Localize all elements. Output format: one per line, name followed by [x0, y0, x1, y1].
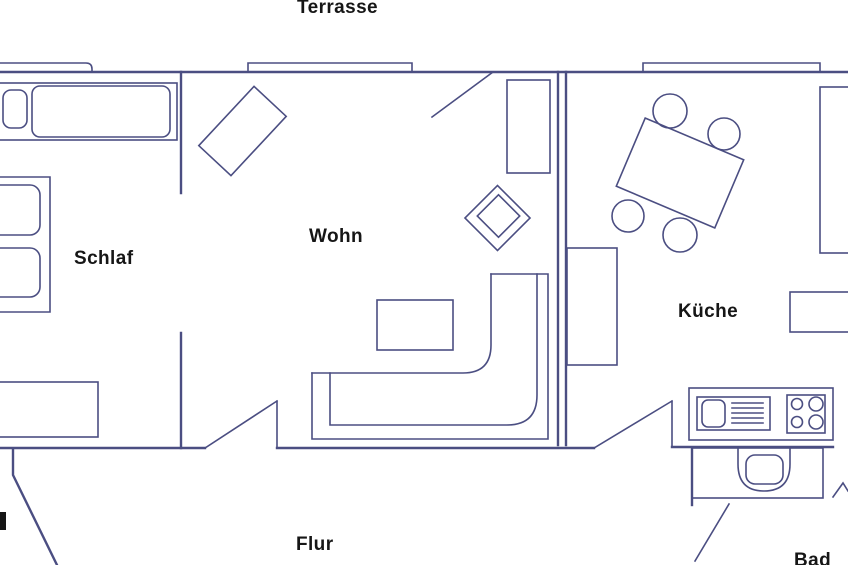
chair-icon: [652, 93, 688, 129]
window-wohn: [247, 62, 413, 72]
chair-icon: [707, 117, 741, 151]
coffee-table-icon: [376, 299, 454, 351]
room-label-bad: Bad: [794, 550, 832, 565]
corner-sofa-seat-icon: [329, 273, 538, 426]
counter-icon: [688, 387, 834, 441]
counter-right-icon: [789, 291, 848, 333]
basin-outer-icon: [737, 447, 791, 492]
stove-icon: [786, 394, 826, 434]
bed-icon: [0, 82, 178, 141]
sideboard-icon: [506, 79, 551, 174]
basin-inner-icon: [745, 454, 784, 485]
armchair-icon: [463, 184, 532, 252]
room-label-schlaf: Schlaf: [74, 248, 134, 269]
kitchen-sink-icon: [696, 396, 771, 431]
bedroom-furniture: [0, 82, 178, 438]
wardrobe-icon: [0, 176, 51, 313]
fridge-icon: [566, 247, 618, 366]
room-label-terrasse: Terrasse: [297, 0, 379, 18]
window-schlaf: [0, 62, 93, 72]
burner-icon: [790, 397, 804, 411]
door-bad: [693, 502, 731, 563]
window-kueche: [642, 62, 821, 72]
clipped-label-fragment: [0, 512, 6, 530]
corner-sofa-back-icon: [311, 273, 492, 374]
wardrobe-shelf-icon: [0, 247, 41, 298]
door-kueche-flur: [592, 399, 674, 450]
dresser-icon: [0, 381, 99, 438]
door-terrasse: [430, 70, 495, 119]
door-bad-right: [831, 481, 848, 499]
washbasin-icon: [691, 447, 824, 499]
wall-entry-stub: [11, 448, 59, 565]
corner-sofa-icon: [311, 273, 549, 440]
chair-icon: [611, 199, 645, 233]
chair-icon: [662, 217, 698, 253]
mattress-icon: [31, 85, 171, 138]
wardrobe-shelf-icon: [0, 184, 41, 236]
armchair-seat-icon: [476, 193, 521, 239]
dining-table-icon: [615, 116, 745, 230]
sink-bowl-icon: [701, 399, 726, 428]
windows: [0, 62, 821, 72]
room-label-flur: Flur: [296, 534, 334, 555]
burner-icon: [790, 415, 804, 429]
kitchen-furniture: [566, 86, 848, 441]
chaise-icon: [197, 85, 288, 177]
room-label-wohn: Wohn: [309, 226, 364, 247]
walls: [0, 70, 848, 565]
doors: [203, 70, 848, 563]
burner-icon: [808, 414, 824, 430]
room-label-kueche: Küche: [678, 301, 739, 322]
cabinet-icon: [819, 86, 848, 254]
bathroom-furniture: [691, 447, 824, 499]
pillow-icon: [2, 89, 28, 129]
door-wohn-flur: [203, 399, 279, 450]
burner-icon: [808, 396, 824, 412]
sink-drainer-icon: [731, 402, 764, 424]
livingroom-furniture: [197, 79, 551, 440]
